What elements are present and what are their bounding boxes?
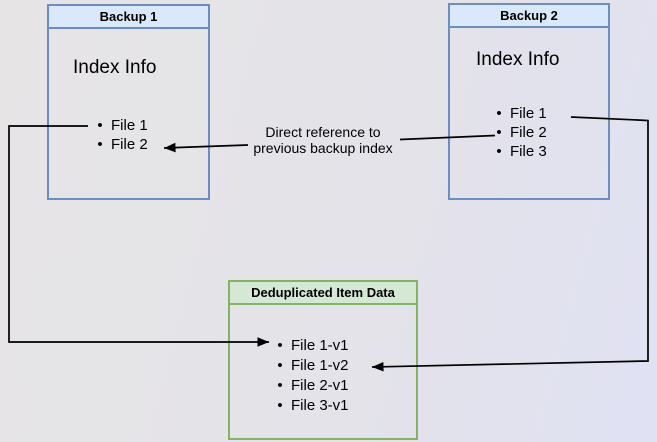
file-label: File 1: [510, 105, 547, 122]
direct-reference-annotation: Direct reference to previous backup inde…: [240, 124, 406, 156]
list-item: • File 2: [492, 123, 547, 142]
file-label: File 2: [510, 124, 547, 141]
list-item: • File 2: [93, 135, 148, 154]
dedup-file-list: • File 1-v1 • File 1-v2 • File 2-v1 • Fi…: [273, 336, 349, 416]
backup2-file-list: • File 1 • File 2 • File 3: [492, 104, 547, 161]
list-item: • File 1-v2: [273, 356, 349, 376]
backup2-box: Backup 2: [448, 3, 610, 200]
dedup-header: Deduplicated Item Data: [230, 282, 416, 305]
backup1-title: Backup 1: [99, 9, 158, 24]
bullet-icon: •: [277, 337, 283, 354]
file-label: File 2: [111, 136, 148, 153]
backup2-header: Backup 2: [450, 5, 608, 28]
bullet-icon: •: [496, 143, 502, 160]
list-item: • File 1-v1: [273, 336, 349, 356]
dedup-box: Deduplicated Item Data: [228, 280, 418, 440]
bullet-icon: •: [496, 124, 502, 141]
backup1-index-info-label: Index Info: [73, 57, 157, 78]
file-label: File 1: [111, 117, 148, 134]
file-label: File 3-v1: [291, 397, 349, 414]
annotation-line2: previous backup index: [253, 139, 393, 156]
bullet-icon: •: [277, 377, 283, 394]
backup2-index-info-label: Index Info: [476, 49, 560, 70]
list-item: • File 3: [492, 142, 547, 161]
list-item: • File 1: [492, 104, 547, 123]
bullet-icon: •: [277, 357, 283, 374]
list-item: • File 3-v1: [273, 396, 349, 416]
list-item: • File 1: [93, 116, 148, 135]
file-label: File 3: [510, 143, 547, 160]
bullet-icon: •: [496, 105, 502, 122]
bullet-icon: •: [97, 136, 103, 153]
annotation-line1: Direct reference to: [265, 124, 381, 140]
bullet-icon: •: [277, 397, 283, 414]
file-label: File 2-v1: [291, 377, 349, 394]
bullet-icon: •: [97, 117, 103, 134]
dedup-title: Deduplicated Item Data: [251, 285, 395, 300]
list-item: • File 2-v1: [273, 376, 349, 396]
backup2-title: Backup 2: [500, 8, 558, 23]
backup1-header: Backup 1: [49, 6, 208, 29]
file-label: File 1-v2: [291, 357, 349, 374]
backup1-box: Backup 1: [47, 4, 210, 200]
file-label: File 1-v1: [291, 337, 349, 354]
backup1-file-list: • File 1 • File 2: [93, 116, 148, 154]
